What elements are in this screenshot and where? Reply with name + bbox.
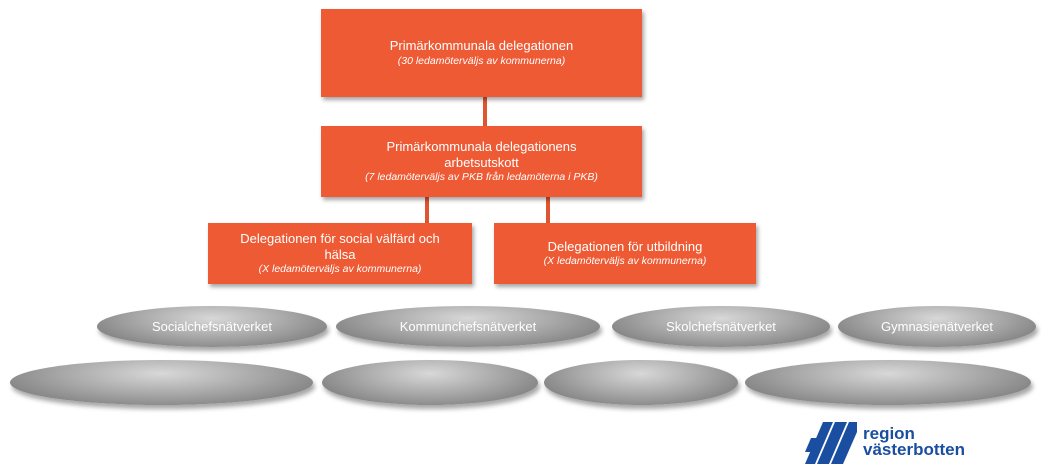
network-gymnasienatverket: Gymnasienätverket — [838, 306, 1036, 347]
region-vasterbotten-logo-mark-icon — [805, 422, 857, 464]
network-empty-1 — [10, 360, 313, 405]
network-kommunchefsnatverket: Kommunchefsnätverket — [336, 306, 600, 347]
logo-text: region västerbotten — [863, 424, 966, 460]
connector-top-au — [483, 97, 487, 127]
logo-line1: region — [863, 424, 915, 443]
network-empty-3 — [544, 360, 738, 405]
node-title-line1: Delegationen för social välfärd och — [240, 230, 440, 246]
network-label: Socialchefsnätverket — [152, 319, 272, 334]
connector-au-social — [425, 197, 429, 223]
network-empty-4 — [745, 360, 1031, 405]
node-social-valfard: Delegationen för social välfärd och häls… — [208, 223, 472, 284]
network-label: Skolchefsnätverket — [666, 319, 776, 334]
connector-au-utbildning — [546, 197, 550, 223]
node-subtitle: (X ledamöterväljs av kommunerna) — [543, 255, 707, 268]
node-title-line2: arbetsutskott — [444, 154, 519, 170]
network-label: Kommunchefsnätverket — [399, 319, 537, 334]
node-title-line1: Primärkommunala delegationens — [386, 138, 577, 154]
logo-line2: västerbotten — [863, 440, 966, 460]
node-subtitle: (X ledamöterväljs av kommunerna) — [258, 263, 422, 276]
node-subtitle: (30 ledamöterväljs av kommunerna) — [397, 54, 566, 67]
network-empty-2 — [322, 360, 538, 405]
network-skolchefsnatverket: Skolchefsnätverket — [612, 306, 830, 347]
node-title: Delegationen för utbildning — [547, 238, 703, 254]
node-title: Primärkommunala delegationen — [389, 38, 574, 54]
region-vasterbotten-logo: region västerbotten — [805, 422, 1025, 464]
node-arbetsutskott: Primärkommunala delegationens arbetsutsk… — [321, 126, 642, 197]
node-subtitle: (7 ledamöterväljs av PKB från ledamötern… — [365, 171, 598, 184]
node-primarkommunala-delegationen: Primärkommunala delegationen (30 ledamöt… — [321, 9, 642, 97]
network-socialchefsnatverket: Socialchefsnätverket — [97, 306, 327, 347]
node-title-line2: hälsa — [324, 246, 356, 262]
node-utbildning: Delegationen för utbildning (X ledamöter… — [494, 223, 756, 284]
network-label: Gymnasienätverket — [881, 319, 993, 334]
